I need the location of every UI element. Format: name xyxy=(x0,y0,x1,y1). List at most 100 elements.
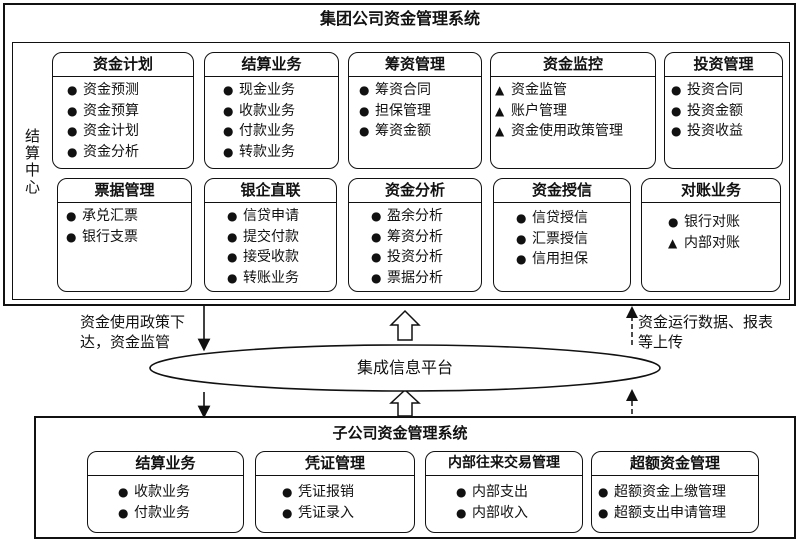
list-item: ●内部收入 xyxy=(456,503,578,524)
bullet-icon: ● xyxy=(516,211,527,225)
settlement-center-label: 结算中心 xyxy=(23,128,41,196)
divider xyxy=(205,76,338,77)
item-label: 投资合同 xyxy=(687,82,743,98)
module-settlement: 结算业务 ●现金业务 ●收款业务 ●付款业务 ●转款业务 xyxy=(204,52,339,169)
list-item: ●银行支票 xyxy=(66,227,187,248)
item-label: 内部支出 xyxy=(472,484,528,500)
bullet-icon: ● xyxy=(598,505,609,520)
item-label: 信用担保 xyxy=(532,251,588,267)
module-title: 资金分析 xyxy=(384,181,445,199)
module-title: 内部往来交易管理 xyxy=(448,455,560,471)
bullet-icon: ● xyxy=(282,505,293,520)
list-item: ● 投资合同 xyxy=(671,80,778,101)
sub-module-internal-trade: 内部往来交易管理 ● 内部支出 ●内部收入 xyxy=(425,451,583,533)
center-up-arrow-upper xyxy=(389,309,421,341)
upload-label: 资金运行数据、报表 等上传 xyxy=(638,312,798,352)
list-item: ● 付款业务 xyxy=(118,503,239,524)
bullet-icon: ● xyxy=(118,485,129,499)
module-fund-plan: 资金计划 ●资金预测 ●资金预算 ●资金计划 ●资金分析 xyxy=(52,52,194,169)
module-title: 筹资管理 xyxy=(384,55,445,73)
item-label: 现金业务 xyxy=(239,82,295,98)
item-label: 付款业务 xyxy=(239,123,295,139)
policy-label-line2: 达，资金监管 xyxy=(80,333,171,351)
list-item: ▲ 资金监管 xyxy=(495,80,651,101)
bullet-icon: ● xyxy=(456,505,467,520)
triangle-icon: ▲ xyxy=(495,83,505,97)
list-item: ●接受收款 xyxy=(227,247,332,268)
item-label: 资金监管 xyxy=(511,82,567,98)
item-label: 银行支票 xyxy=(82,228,138,245)
bullet-icon: ● xyxy=(359,103,370,118)
divider xyxy=(592,475,758,476)
list-item: ●凭证录入 xyxy=(282,503,410,524)
bullet-icon: ● xyxy=(371,250,382,264)
item-label: 资金计划 xyxy=(83,123,139,139)
bullet-icon: ● xyxy=(359,83,370,97)
module-title: 超额资金管理 xyxy=(629,454,720,472)
item-label: 投资金额 xyxy=(687,102,743,119)
bullet-icon: ● xyxy=(223,124,234,138)
divider xyxy=(494,202,630,203)
module-title: 对账业务 xyxy=(680,181,741,199)
bullet-icon: ● xyxy=(671,124,682,138)
bullet-icon: ● xyxy=(371,209,382,223)
divider xyxy=(642,202,780,203)
list-item: ●收款业务 xyxy=(118,482,239,503)
divider xyxy=(53,76,193,77)
item-label: 信贷授信 xyxy=(532,210,588,226)
item-label: 转款业务 xyxy=(239,143,295,160)
list-item: ●提交付款 xyxy=(227,227,332,248)
list-item: ▲资金使用政策管理 xyxy=(495,121,651,142)
item-label: 收款业务 xyxy=(239,102,295,119)
list-item: ▲账户管理 xyxy=(495,101,651,122)
item-label: 信贷申请 xyxy=(243,208,299,224)
item-label: 承兑汇票 xyxy=(82,208,138,224)
sub-module-settlement: 结算业务 ●收款业务 ● 付款业务 xyxy=(87,451,244,533)
item-label: 筹资金额 xyxy=(375,123,431,139)
item-label: 转账业务 xyxy=(243,269,299,286)
item-label: 担保管理 xyxy=(375,102,431,119)
platform-ellipse xyxy=(149,344,661,392)
module-title: 结算业务 xyxy=(135,454,196,472)
group-system-title: 集团公司资金管理系统 xyxy=(319,9,480,28)
list-item: ●信贷申请 xyxy=(227,206,332,227)
bullet-icon: ● xyxy=(598,485,609,499)
bullet-icon: ● xyxy=(359,124,370,138)
list-item: ● 凭证报销 xyxy=(282,482,410,503)
sub-module-voucher: 凭证管理 ● 凭证报销 ●凭证录入 xyxy=(255,451,415,533)
item-label: 凭证报销 xyxy=(298,484,354,500)
module-fund-analysis: 资金分析 ●盈余分析 ●筹资分析 ●投资分析 ●票据分析 xyxy=(348,178,482,292)
list-item: ● 转账业务 xyxy=(227,268,332,289)
list-item: ●现金业务 xyxy=(223,80,334,101)
bullet-icon: ● xyxy=(227,250,238,264)
bullet-icon: ● xyxy=(516,252,527,266)
divider xyxy=(426,475,582,476)
item-label: 银行对账 xyxy=(684,214,740,230)
platform-label: 集成信息平台 xyxy=(356,358,453,377)
module-title: 凭证管理 xyxy=(304,454,365,472)
bullet-icon: ● xyxy=(456,485,467,499)
divider xyxy=(665,76,782,77)
item-label: 投资分析 xyxy=(387,249,443,265)
bullet-icon: ● xyxy=(227,270,238,285)
item-label: 付款业务 xyxy=(134,504,190,521)
list-item: ● 内部支出 xyxy=(456,482,578,503)
list-item: ● 付款业务 xyxy=(223,121,334,142)
module-fund-credit: 资金授信 ●信贷授信 ●汇票授信 ●信用担保 xyxy=(493,178,631,292)
list-item: ●转款业务 xyxy=(223,142,334,163)
module-title: 投资管理 xyxy=(693,55,754,73)
module-bank-enterprise: 银企直联 ●信贷申请 ●提交付款 ●接受收款 ●转账业务 xyxy=(204,178,337,292)
list-item: ●筹资分析 xyxy=(371,227,477,248)
item-label: 资金使用政策管理 xyxy=(511,123,623,139)
divider xyxy=(349,76,481,77)
triangle-icon: ▲ xyxy=(668,235,678,250)
list-item: ●盈余分析 xyxy=(371,206,477,227)
bullet-icon: ● xyxy=(671,83,682,97)
list-item: ●收款业务 xyxy=(223,101,334,122)
bullet-icon: ● xyxy=(118,505,129,520)
bullet-icon: ● xyxy=(67,144,78,159)
module-title: 资金监控 xyxy=(542,55,603,73)
bullet-icon: ● xyxy=(282,485,293,499)
item-label: 内部对账 xyxy=(684,234,740,251)
